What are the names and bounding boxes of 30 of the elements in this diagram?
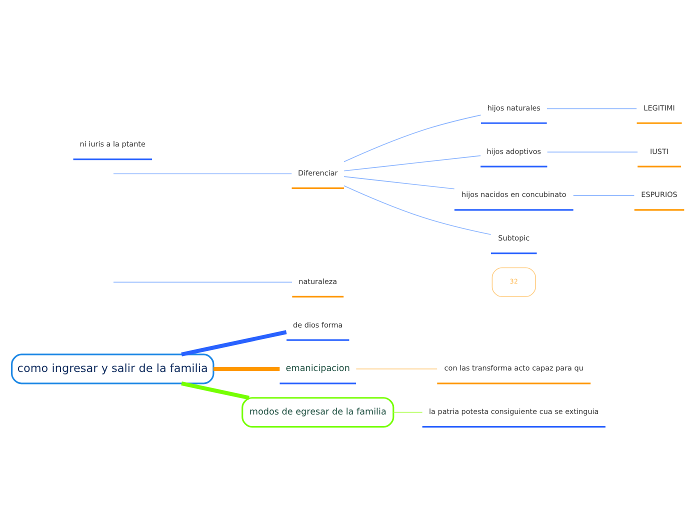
node-text: hijos adoptivos xyxy=(486,146,542,156)
node-text: con las transforma acto capaz para qu xyxy=(444,363,584,372)
node-text: Diferenciar xyxy=(298,168,338,178)
connector xyxy=(356,368,438,369)
node-text: la patria potesta consiguiente cua se extinguia xyxy=(429,406,599,416)
connector xyxy=(344,184,492,234)
node-text: hijos nacidos en concubinato xyxy=(462,190,566,199)
node-box: modos de egresar de la familia xyxy=(242,396,394,428)
connector xyxy=(113,172,292,174)
node-text: de dios forma xyxy=(293,320,343,329)
connector xyxy=(344,154,481,171)
connector xyxy=(181,381,250,400)
node-text: hijos naturales xyxy=(487,102,540,112)
node-box: como ingresar y salir de la familia xyxy=(11,353,214,384)
node-text: Subtopic xyxy=(498,233,530,242)
connector xyxy=(546,108,637,109)
connector xyxy=(572,194,635,196)
node-text: IUSTI xyxy=(650,146,669,156)
connector xyxy=(393,411,423,412)
connector xyxy=(213,366,280,370)
node-text: ni iuris a la ptante xyxy=(80,139,146,148)
connector xyxy=(113,281,292,282)
node-text: ESPURIOS xyxy=(641,190,678,199)
connector xyxy=(344,176,455,189)
node-text: LEGITIMI xyxy=(644,102,675,112)
connector xyxy=(181,330,287,356)
node-text: naturaleza xyxy=(298,276,338,286)
node-text: emanicipacion xyxy=(286,364,350,374)
connector xyxy=(546,151,638,152)
connector xyxy=(344,114,482,162)
